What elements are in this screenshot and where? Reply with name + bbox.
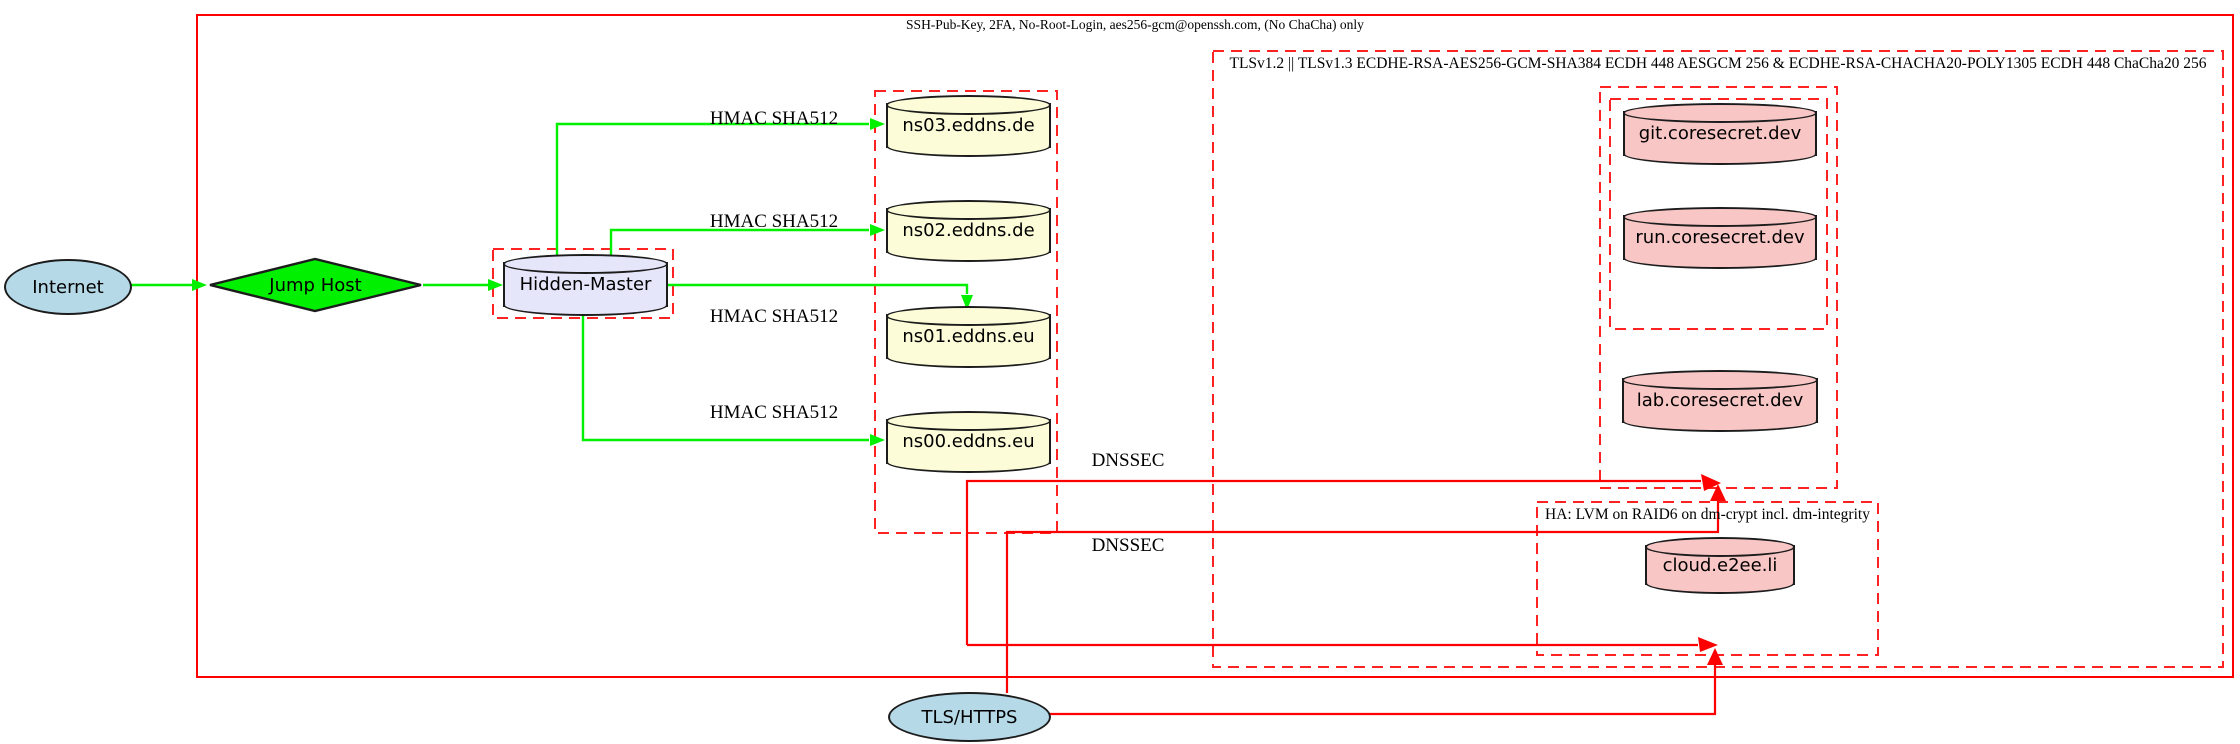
arrowhead-jumphost [192,279,207,291]
cluster-tls-zone [1212,50,2224,668]
tls-zone-label: TLSv1.2 || TLSv1.3 ECDHE-RSA-AES256-GCM-… [1229,55,2207,72]
edge-label-hmac-ns03: HMAC SHA512 [709,108,839,129]
edge-hiddenmaster-ns01 [664,283,969,294]
cluster-hidden-master-zone [492,248,674,319]
node-git-label: git.coresecret.dev [1638,123,1802,144]
node-ns01-label: ns01.eddns.eu [902,326,1035,347]
node-ns00-label: ns00.eddns.eu [902,431,1035,452]
node-ns02-label: ns02.eddns.de [902,220,1035,241]
node-jump-host: Jump Host [208,257,423,313]
node-lab-label: lab.coresecret.dev [1636,390,1804,411]
edge-hiddenmaster-ns00 [581,312,869,442]
arrowhead-ns03 [870,118,885,130]
edge-hiddenmaster-ns03 [555,122,869,256]
edge-label-hmac-ns02: HMAC SHA512 [709,211,839,232]
edge-label-dnssec-top: DNSSEC [1091,450,1165,471]
edge-label-hmac-ns00: HMAC SHA512 [709,402,839,423]
node-ns02: ns02.eddns.de [886,200,1051,253]
jump-host-diamond-shape [209,257,422,313]
edge-label-dnssec-bottom: DNSSEC [1091,535,1165,556]
arrowhead-coresecret-from-tls [1710,484,1726,501]
cluster-ssh-zone [196,14,2234,678]
node-jump-host-label: Jump Host [269,274,362,296]
node-cloud: cloud.e2ee.li [1645,537,1795,585]
node-ns01: ns01.eddns.eu [886,306,1051,359]
node-run-label: run.coresecret.dev [1635,227,1805,248]
ha-zone-label: HA: LVM on RAID6 on dm-crypt incl. dm-in… [1545,506,1870,523]
node-lab: lab.coresecret.dev [1622,370,1818,423]
node-run: run.coresecret.dev [1623,207,1817,260]
node-cloud-label: cloud.e2ee.li [1662,554,1778,576]
node-ns00: ns00.eddns.eu [886,411,1051,464]
ssh-zone-label: SSH-Pub-Key, 2FA, No-Root-Login, aes256-… [906,17,1364,32]
cluster-dns-zone [874,90,1058,534]
edge-hiddenmaster-ns02 [609,228,869,256]
arrowhead-ns02 [870,224,885,236]
edge-tlshttps-ha [1047,664,1717,716]
cluster-ha-zone [1536,501,1879,656]
node-hidden-master-label: Hidden-Master [519,274,652,295]
node-tls-https-label: TLS/HTTPS [921,706,1018,728]
arrowhead-hiddenmaster [488,279,503,291]
node-internet: Internet [4,259,132,315]
cluster-coresecret-inner-zone [1609,98,1828,330]
arrowhead-ns00 [870,434,885,446]
edge-label-hmac-ns01: HMAC SHA512 [709,306,839,327]
node-hidden-master: Hidden-Master [503,254,668,307]
node-ns03-label: ns03.eddns.de [902,115,1035,136]
edge-tlshttps-coresecret [1005,500,1720,693]
arrowhead-ha-from-dns [1698,637,1718,652]
edge-dns-coresecret [965,479,1701,645]
arrowhead-ns01 [961,295,973,310]
arrowhead-coresecret-from-dns [1701,474,1721,491]
node-internet-label: Internet [32,276,104,298]
node-git: git.coresecret.dev [1623,103,1817,156]
arrowhead-ha-from-tls [1707,648,1723,665]
node-tls-https: TLS/HTTPS [888,692,1051,742]
node-ns03: ns03.eddns.de [886,95,1051,148]
